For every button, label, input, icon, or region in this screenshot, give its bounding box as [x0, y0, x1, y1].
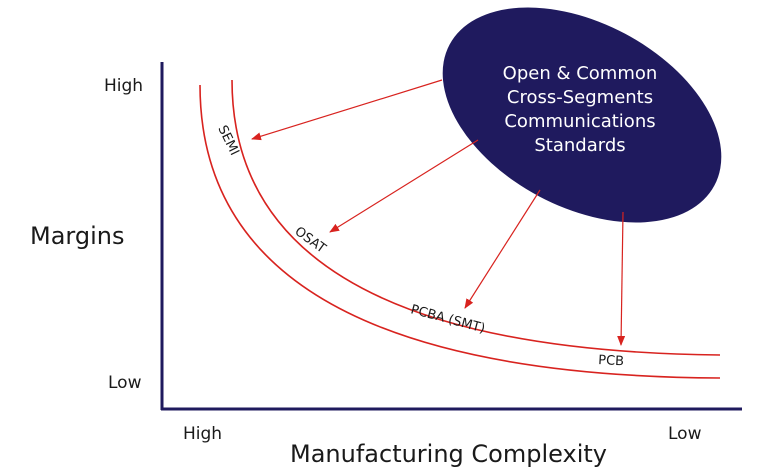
- x-axis-title: Manufacturing Complexity: [290, 440, 607, 468]
- ellipse-line-2: Cross-Segments: [506, 87, 654, 108]
- ellipse-line-4: Standards: [534, 135, 626, 156]
- arrow-to-osat: [329, 139, 479, 233]
- arrow-to-pcb: [617, 211, 626, 346]
- segment-label-pcb: PCB: [598, 353, 625, 369]
- y-axis-high-label: High: [104, 76, 144, 96]
- x-axis-high-label: High: [183, 424, 223, 444]
- standards-ellipse: [442, 7, 722, 223]
- segment-label-semi: SEMI: [214, 123, 241, 158]
- y-axis-low-label: Low: [108, 373, 142, 393]
- ellipse-text: Open & Common Cross-Segments Communicati…: [470, 62, 690, 158]
- arrow-to-semi: [251, 79, 443, 141]
- ellipse-line-1: Open & Common: [502, 63, 658, 84]
- segment-label-osat: OSAT: [292, 224, 329, 256]
- ellipse-line-3: Communications: [504, 111, 656, 132]
- segment-label-pcba: PCBA (SMT): [409, 302, 487, 336]
- arrow-to-pcba: [464, 189, 541, 309]
- x-axis-low-label: Low: [668, 424, 702, 444]
- y-axis-title: Margins: [30, 222, 125, 250]
